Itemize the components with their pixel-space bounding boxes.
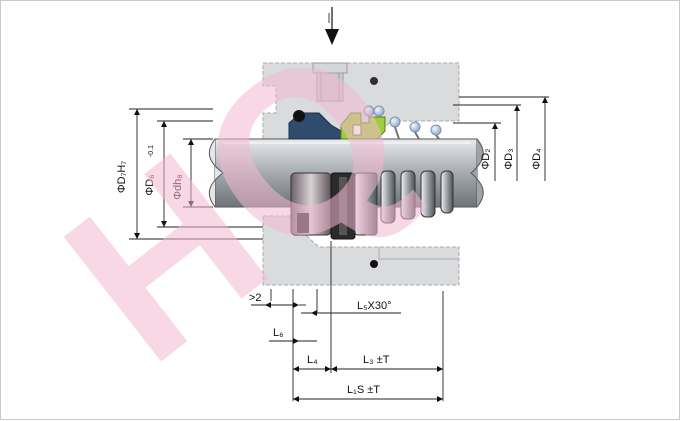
label-L6: L₆: [273, 327, 284, 339]
dimensions-right: [453, 96, 549, 181]
label-L3: L₃ ±T: [363, 354, 390, 366]
dimensions-left: [129, 108, 263, 240]
label-L4: L₄: [307, 354, 318, 366]
pin-dot: [370, 77, 378, 85]
spring-wire-top: [394, 126, 440, 140]
label-D4: ΦD₄: [531, 148, 543, 170]
ball: [430, 124, 442, 136]
label-L5: L₅X30°: [357, 300, 392, 312]
ball: [373, 105, 385, 117]
rotating-unit: [290, 172, 378, 240]
flow-arrow: [325, 7, 339, 45]
flush-plug: [312, 62, 348, 102]
ball: [409, 121, 421, 133]
label-gap: >2: [249, 292, 262, 304]
label-D2: ΦD₂: [480, 149, 492, 170]
label-D6-tolerance: -0.1: [148, 145, 155, 157]
oring: [293, 110, 305, 122]
spring: [380, 170, 454, 224]
stationary-seat: [288, 110, 342, 140]
label-D7: ΦD₇H₇: [116, 161, 128, 193]
label-L1S: L₁S ±T: [347, 384, 380, 396]
watermark-logo: HQ: [21, 1, 451, 410]
label-D6: ΦD₆: [144, 174, 156, 195]
seal-face-green: [340, 112, 386, 140]
label-d: Φdh₈: [172, 174, 184, 200]
dimensions-bottom: [251, 241, 444, 402]
pin-dot: [370, 260, 378, 268]
label-D3: ΦD₃: [503, 148, 515, 169]
